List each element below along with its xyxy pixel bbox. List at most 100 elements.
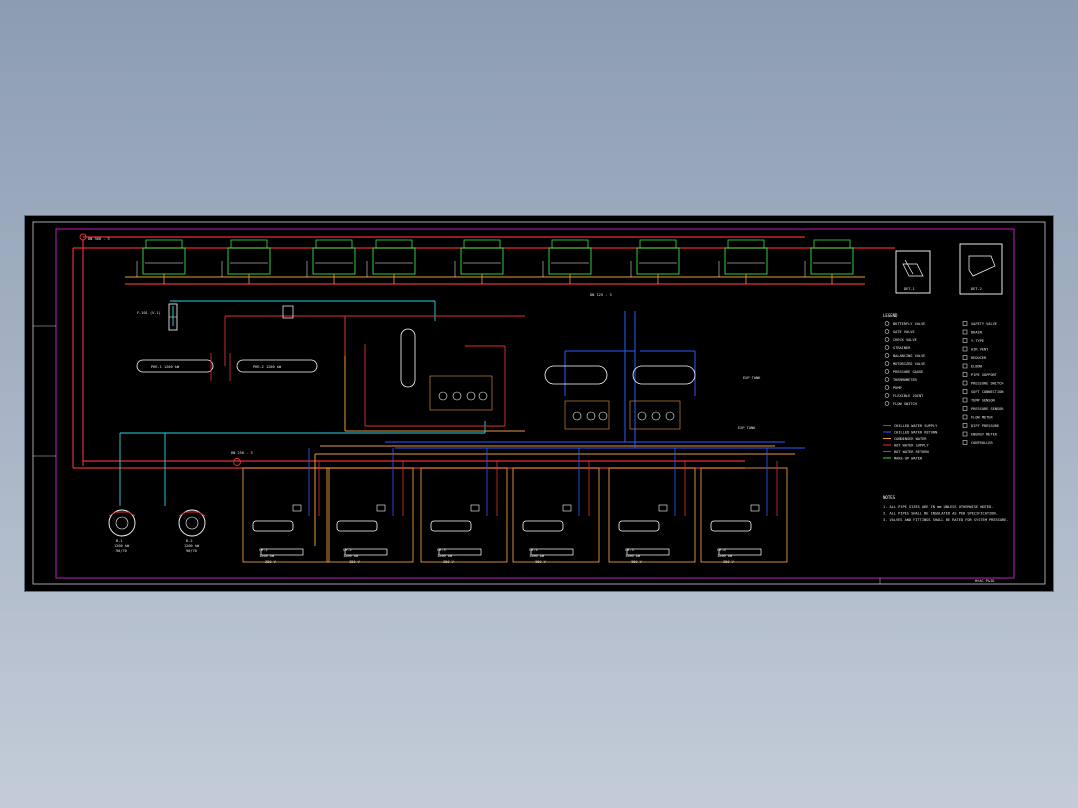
legend-symbol — [884, 337, 890, 342]
chiller-frame — [420, 467, 508, 563]
cooling-tower — [718, 239, 768, 284]
legend-symbol — [962, 321, 968, 326]
legend-symbol-text: PRESSURE SWITCH — [971, 382, 1003, 386]
top-ref-text: DN 300 - 3 — [88, 237, 110, 241]
legend-symbol — [962, 389, 968, 394]
tower-body — [548, 247, 592, 275]
chiller-compressor — [252, 520, 294, 532]
legend-line-text: CONDENSER WATER — [894, 437, 927, 441]
chiller-voltage: 380 V — [723, 560, 735, 564]
chiller-evaporator — [626, 548, 670, 556]
cooling-tower — [454, 239, 504, 284]
boiler-header — [108, 511, 136, 517]
chiller-capacity: 1200 kW — [343, 554, 359, 558]
boiler-header — [178, 511, 206, 517]
legend-symbol-text: BUTTERFLY VALVE — [893, 322, 925, 326]
legend-symbol-entry: ENERGY METER — [962, 431, 998, 437]
tower-fan-deck — [813, 239, 851, 249]
legend-symbol — [962, 440, 968, 445]
legend-line-entry: CHILLED WATER RETURN — [883, 431, 937, 435]
chiller-capacity: 1200 kW — [437, 554, 453, 558]
legend-symbol-text: ELBOW — [971, 365, 983, 369]
legend-symbol-text: PUMP — [893, 386, 902, 390]
legend-line-text: CHILLED WATER SUPPLY — [894, 424, 938, 428]
chiller-compressor — [522, 520, 564, 532]
chiller-evaporator — [438, 548, 482, 556]
legend-symbol — [962, 355, 968, 360]
boiler-tag: B-2 — [186, 539, 193, 543]
legend-symbol-text: PIPE SUPPORT — [971, 373, 998, 377]
chiller-control-box — [292, 504, 302, 512]
chiller-capacity: 1200 kW — [529, 554, 545, 558]
cooling-tower — [366, 239, 416, 284]
tower-body — [460, 247, 504, 275]
legend-symbol-entry: THERMOMETER — [884, 377, 918, 382]
cooling-tower — [630, 239, 680, 284]
cad-viewport[interactable]: HVAC P&ID DN 300 - 3 — [25, 216, 1053, 591]
legend-symbol-entry: BUTTERFLY VALVE — [884, 321, 925, 326]
chiller-tag: CH-3 — [437, 548, 446, 552]
legend-symbol — [884, 345, 890, 350]
tower-fan-deck — [230, 239, 268, 249]
legend-line-text: HOT WATER RETURN — [894, 450, 929, 454]
title-block-text: HVAC P&ID — [975, 579, 994, 583]
chilled-water-headers — [385, 311, 805, 449]
notes-title: NOTES — [883, 495, 896, 500]
water-treatment-label: F-101 (V-1) — [137, 311, 161, 315]
legend-symbol-text: GATE VALVE — [893, 330, 915, 334]
chiller-frame — [512, 467, 600, 563]
legend-symbol — [962, 423, 968, 428]
legend-line-entry: CHILLED WATER SUPPLY — [883, 424, 938, 428]
legend-symbol-text: Y-TYPE — [971, 339, 984, 343]
expansion-vessel — [400, 328, 416, 388]
legend-symbol-text: TEMP SENSOR — [971, 399, 996, 403]
boiler-shell — [178, 509, 206, 537]
pump-skid-2 — [564, 400, 610, 430]
chiller-tag: CH-5 — [625, 548, 634, 552]
cooling-tower — [306, 239, 356, 284]
legend-symbol-text: FLOW METER — [971, 416, 993, 420]
chiller-tag: CH-2 — [343, 548, 352, 552]
exp-tank-label-1: EXP TANK — [743, 376, 761, 380]
legend-symbol-text: PRESSURE GAUGE — [893, 370, 923, 374]
horizontal-tank-1: EXP TANK — [544, 365, 761, 385]
chiller-compressor — [336, 520, 378, 532]
legend-symbol-text: CONTROLLER — [971, 441, 993, 445]
legend-symbol-text: SOFT CONNECTION — [971, 390, 1003, 394]
chiller-control-box — [750, 504, 760, 512]
legend-symbol-text: DRAIN — [971, 331, 982, 335]
legend-symbol — [962, 406, 968, 411]
tower-body — [724, 247, 768, 275]
legend-symbol-entry: FLOW METER — [962, 414, 993, 420]
boiler-temps: 90/70 — [116, 549, 127, 553]
legend-symbol-entry: STRAINER — [884, 345, 911, 350]
hx-2-label: PHE-2 1200 kW — [253, 365, 282, 369]
legend-symbol-text: FLOW SWITCH — [893, 402, 917, 406]
hx-1-label: PHE-1 1200 kW — [151, 365, 180, 369]
boiler-capacity: 1200 kW — [114, 544, 130, 548]
pump-skid-3 — [629, 400, 681, 430]
legend-line-text: HOT WATER SUPPLY — [894, 444, 929, 448]
legend-symbol-text: STRAINER — [893, 346, 911, 350]
legend-symbol — [884, 377, 890, 382]
legend-symbol — [962, 372, 968, 377]
tower-fan-deck — [551, 239, 589, 249]
legend-line-entry: MAKE-UP WATER — [883, 457, 923, 461]
chiller-compressor — [618, 520, 660, 532]
legend-line-text: CHILLED WATER RETURN — [894, 431, 937, 435]
mid-ref-text: DN 250 - 3 — [231, 451, 253, 455]
legend-symbol-text: DIFF PRESSURE — [971, 424, 999, 428]
legend-symbol-text: CHECK VALVE — [893, 338, 917, 342]
legend-symbol-entry: PIPE SUPPORT — [962, 372, 998, 377]
legend-symbol-entry: GATE VALVE — [884, 329, 915, 334]
chiller-compressor — [430, 520, 472, 532]
cooling-tower — [136, 239, 186, 284]
legend-symbol-entry: AIR VENT — [962, 346, 989, 352]
legend-symbol-entry: Y-TYPE — [962, 338, 984, 343]
legend-symbol — [962, 363, 968, 369]
legend-symbol-entry: DIFF PRESSURE — [962, 423, 999, 428]
note-line: 2. ALL PIPES SHALL BE INSULATED AS PER S… — [883, 512, 998, 516]
